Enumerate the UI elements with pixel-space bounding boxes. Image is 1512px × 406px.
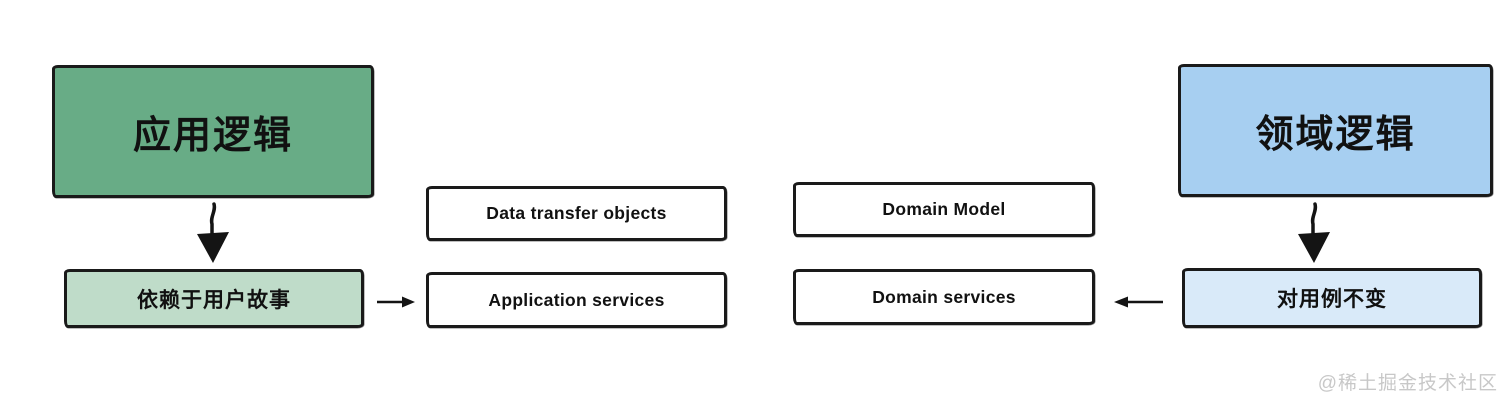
domain-logic-box: 领域逻辑: [1178, 64, 1493, 197]
use-case-label: 对用例不变: [1277, 288, 1387, 311]
application-services-box: Application services: [426, 272, 727, 328]
arrow-right-icon: [377, 296, 415, 308]
arrow-down-icon: [1298, 202, 1330, 263]
watermark: @稀土掘金技术社区: [1317, 373, 1498, 394]
app-logic-box: 应用逻辑: [52, 65, 374, 198]
data-transfer-objects-box: Data transfer objects: [426, 186, 727, 241]
domain-services-label: Domain services: [872, 286, 1016, 307]
application-services-label: Application services: [488, 289, 665, 310]
arrow-left-icon: [1114, 296, 1163, 308]
app-logic-label: 应用逻辑: [132, 115, 293, 157]
domain-model-label: Domain Model: [882, 199, 1006, 219]
domain-model-box: Domain Model: [793, 182, 1095, 237]
arrow-down-icon: [197, 202, 229, 263]
domain-services-box: Domain services: [793, 269, 1095, 325]
data-transfer-objects-label: Data transfer objects: [486, 203, 667, 223]
use-case-box: 对用例不变: [1182, 268, 1482, 328]
user-story-box: 依赖于用户故事: [64, 269, 364, 328]
domain-logic-label: 领域逻辑: [1255, 114, 1416, 156]
user-story-label: 依赖于用户故事: [137, 288, 291, 312]
